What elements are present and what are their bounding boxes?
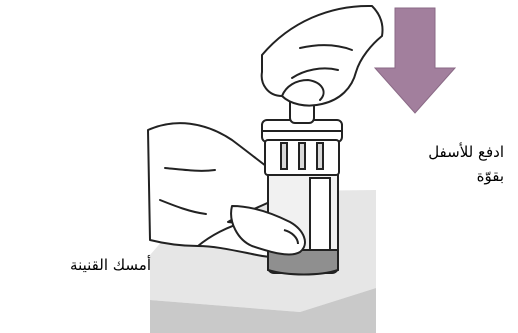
push-down-line2: بقوّة <box>428 164 504 188</box>
push-down-line1: ادفع للأسفل <box>428 140 504 164</box>
pushing-hand <box>262 6 383 106</box>
push-down-arrow <box>375 8 455 113</box>
hold-vial-instruction: أمسك القنينة <box>70 253 151 277</box>
push-down-instruction: ادفع للأسفل بقوّة <box>428 140 504 188</box>
